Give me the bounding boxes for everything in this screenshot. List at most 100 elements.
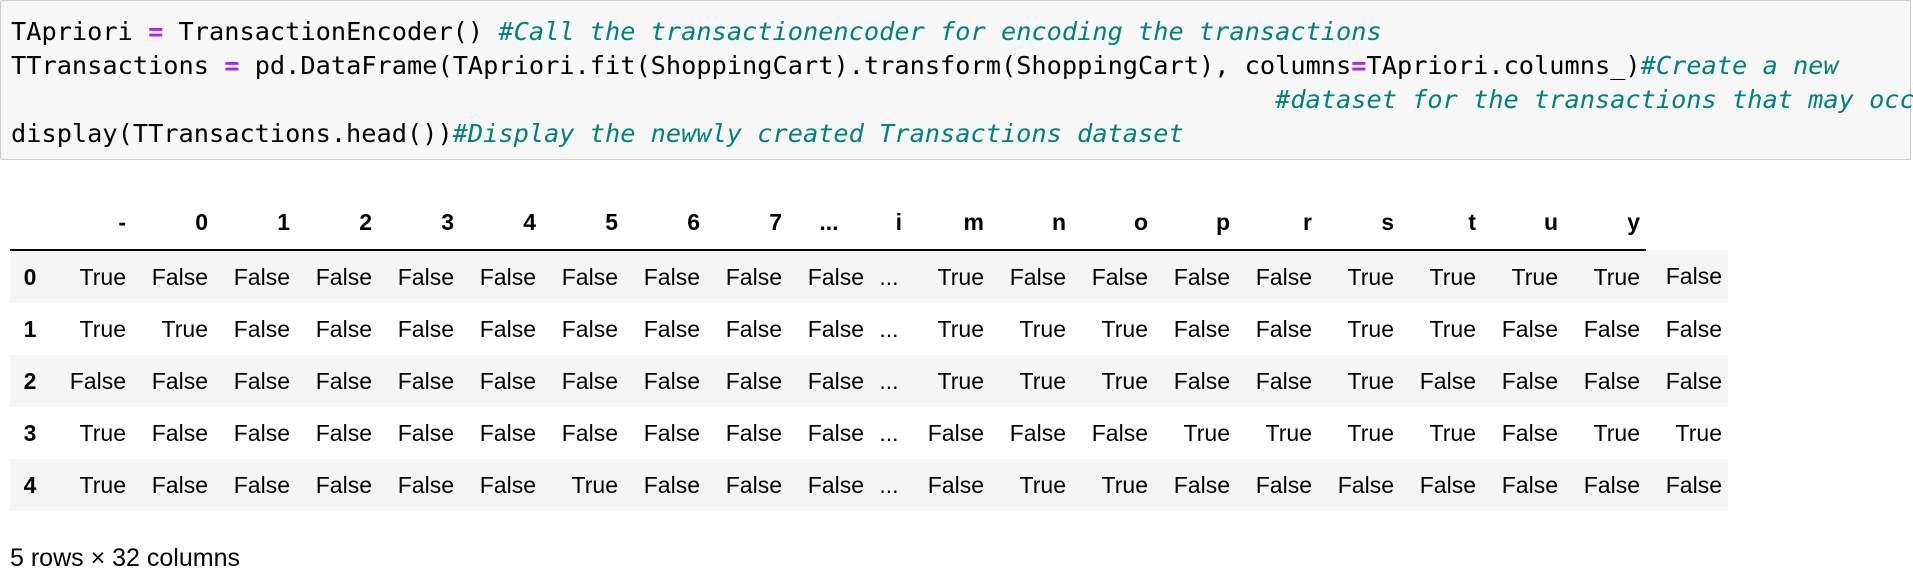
column-header: ... [788, 195, 870, 251]
table-cell: False [315, 367, 372, 394]
table-cell: ... [879, 315, 899, 342]
row-index: 0 [23, 263, 37, 290]
table-cell: False [1665, 263, 1722, 289]
row-index: 3 [23, 419, 37, 446]
index-header [10, 195, 50, 251]
table-cell: False [1665, 471, 1722, 498]
code-token [11, 85, 1275, 114]
column-header: 2 [296, 195, 378, 251]
table-cell: True [1019, 471, 1066, 498]
table-cell: False [479, 315, 536, 342]
table-cell: True [1265, 419, 1312, 446]
table-cell: False [643, 471, 700, 498]
table-cell: False [315, 263, 372, 290]
table-cell: False [1091, 419, 1148, 446]
table-cell: False [643, 419, 700, 446]
table-row: 1 True True False False False False False False F… [10, 303, 1728, 355]
table-cell: False [927, 471, 984, 498]
table-cell: True [1429, 263, 1476, 290]
code-editor[interactable]: TApriori = TransactionEncoder() #Call th… [11, 15, 1913, 151]
table-cell: False [1665, 315, 1722, 342]
table-cell: ... [879, 471, 899, 498]
table-cell: False [233, 315, 290, 342]
table-cell: True [1019, 315, 1066, 342]
table-cell: True [937, 367, 984, 394]
table-cell: False [479, 263, 536, 290]
table-cell: True [79, 263, 126, 290]
row-index: 1 [23, 315, 37, 342]
table-cell: False [725, 263, 782, 290]
table-cell: ... [879, 263, 899, 290]
table-cell: True [937, 315, 984, 342]
table-cell: False [397, 315, 454, 342]
code-comment: #dataset for the transactions that may o… [1275, 85, 1913, 114]
code-line: TApriori = TransactionEncoder() #Call th… [11, 15, 1910, 49]
table-cell: False [315, 419, 372, 446]
table-row: 3 True False False False False False False False… [10, 407, 1728, 459]
table-cell: False [807, 367, 864, 394]
code-operator: = [148, 17, 164, 46]
code-cell[interactable]: TApriori = TransactionEncoder() #Call th… [0, 0, 1913, 160]
table-cell: False [807, 471, 864, 498]
table-cell: True [1593, 263, 1640, 290]
table-cell: False [725, 315, 782, 342]
table-cell: ... [879, 419, 899, 446]
table-cell: False [1501, 471, 1558, 498]
table-cell: False [807, 263, 864, 290]
column-header: u [1482, 195, 1564, 251]
table-cell: True [1429, 419, 1476, 446]
table-cell: True [1347, 367, 1394, 394]
table-cell: False [561, 367, 618, 394]
table-cell: False [315, 315, 372, 342]
table-cell: False [397, 263, 454, 290]
table-cell: True [79, 315, 126, 342]
table-cell: True [79, 471, 126, 498]
code-operator: = [224, 51, 240, 80]
table-cell: False [1501, 367, 1558, 394]
code-line: display(TTransactions.head())#Display th… [11, 117, 1910, 151]
table-cell: False [397, 419, 454, 446]
table-cell: True [1101, 367, 1148, 394]
table-cell: False [1009, 263, 1066, 290]
table-cell: False [479, 471, 536, 498]
table-cell: False [479, 367, 536, 394]
table-cell: False [233, 367, 290, 394]
table-cell: False [1173, 315, 1230, 342]
table-cell: False [1009, 419, 1066, 446]
column-header: - [50, 195, 132, 251]
table-cell: False [1173, 263, 1230, 290]
code-comment: #Display the newwly created Transactions… [452, 119, 1184, 148]
table-cell: False [1419, 471, 1476, 498]
code-token: TApriori.columns_) [1366, 51, 1641, 80]
table-cell: False [233, 419, 290, 446]
column-header: 4 [460, 195, 542, 251]
code-token: display(TTransactions.head()) [11, 119, 453, 148]
column-header: n [990, 195, 1072, 251]
code-comment: #Create a new [1640, 51, 1839, 80]
table-cell: False [643, 367, 700, 394]
code-line: #dataset for the transactions that may o… [11, 83, 1913, 117]
column-header: t [1400, 195, 1482, 251]
table-cell: False [151, 419, 208, 446]
table-cell: True [1593, 419, 1640, 446]
column-header: p [1154, 195, 1236, 251]
table-cell: False [1255, 471, 1312, 498]
table-cell: False [233, 471, 290, 498]
table-cell: True [571, 471, 618, 498]
table-cell: False [1337, 471, 1394, 498]
table-cell: False [1583, 367, 1640, 394]
table-cell: True [1511, 263, 1558, 290]
column-header: 0 [132, 195, 214, 251]
table-cell: False [643, 263, 700, 290]
table-cell: ... [879, 367, 899, 394]
code-comment: #Call the transactionencoder for encodin… [498, 17, 1382, 46]
code-operator: = [1351, 51, 1367, 80]
table-cell: False [561, 419, 618, 446]
table-cell: False [1255, 315, 1312, 342]
table-cell: False [1583, 471, 1640, 498]
table-cell: False [1583, 315, 1640, 342]
table-cell: False [725, 471, 782, 498]
